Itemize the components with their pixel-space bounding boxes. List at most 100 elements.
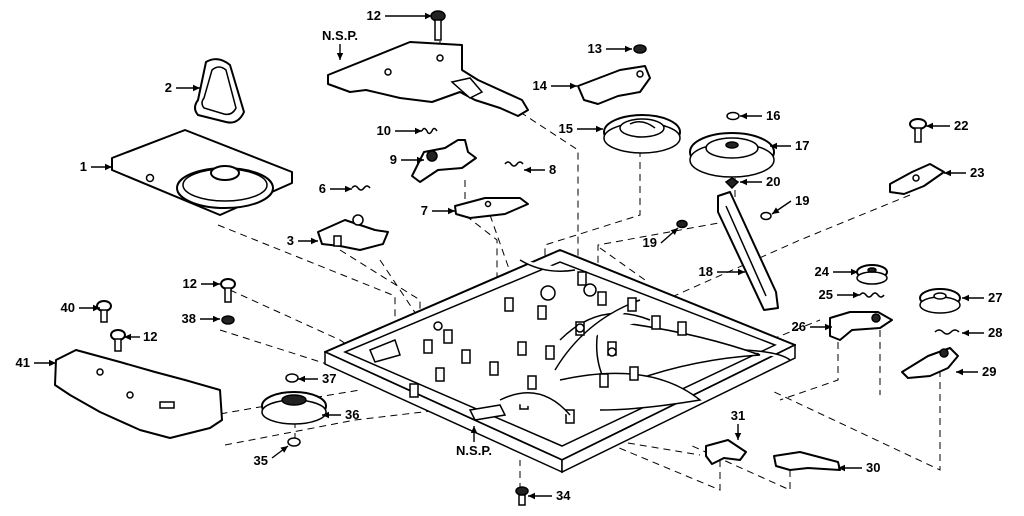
arrowhead-c31 (734, 433, 742, 440)
arrowhead-c12a (425, 12, 432, 20)
part-15-gear (603, 114, 681, 154)
part-9-arm (411, 139, 477, 183)
part-14-lever (577, 65, 651, 105)
arrowhead-c26 (825, 323, 832, 331)
part-29-arm (901, 347, 959, 379)
callout-label-c34: 34 (556, 488, 571, 503)
part-12-screw-top (430, 10, 446, 41)
callout-label-c28: 28 (988, 325, 1002, 340)
callout-label-c40: 40 (61, 300, 75, 315)
arrowhead-c27 (962, 294, 969, 302)
callout-label-c7: 7 (421, 203, 428, 218)
callout-label-c30: 30 (866, 460, 880, 475)
arrowhead-c15 (596, 125, 603, 133)
part-34-screw (515, 486, 529, 506)
part-20-pin (724, 177, 740, 190)
arrowhead-c19a (772, 207, 780, 214)
arrowhead-c2 (193, 84, 200, 92)
arrowhead-c16 (740, 112, 747, 120)
callout-label-c2: 2 (165, 80, 172, 95)
callout-label-c25: 25 (819, 287, 833, 302)
callout-label-c37: 37 (322, 371, 336, 386)
part-13-washer (633, 44, 647, 54)
callout-label-c3: 3 (287, 233, 294, 248)
part-27-gear (919, 288, 961, 314)
callout-label-c41: 41 (16, 355, 30, 370)
callout-label-c26: 26 (792, 319, 806, 334)
part-19-washer-left (676, 219, 688, 229)
part-25-spring (859, 292, 885, 298)
part-12-screw-lower (110, 329, 126, 352)
arrowhead-c12b (213, 280, 220, 288)
callout-label-c9: 9 (390, 152, 397, 167)
part-18-slide-lever (717, 191, 779, 311)
callout-label-c6: 6 (319, 181, 326, 196)
part-41-plate (54, 349, 223, 439)
callout-label-c17: 17 (795, 138, 809, 153)
arrowhead-c34 (528, 492, 535, 500)
arrowhead-c19b (670, 228, 678, 236)
callout-label-c22: 22 (954, 118, 968, 133)
callout-label-c35: 35 (254, 453, 268, 468)
part-26-lever (829, 311, 893, 341)
callout-label-c12b: 12 (183, 276, 197, 291)
arrowhead-c30 (838, 464, 845, 472)
part-6-spring (351, 185, 371, 191)
part-35-washer (287, 437, 301, 447)
callout-label-c12c: 12 (143, 329, 157, 344)
callout-label-c27: 27 (988, 290, 1002, 305)
part-1-reel-plate (111, 129, 293, 216)
arrowhead-c18 (738, 268, 745, 276)
callout-label-nsp2: N.S.P. (456, 443, 492, 458)
part-37-washer (285, 373, 299, 383)
part-40-screw (96, 300, 112, 323)
callout-label-c1: 1 (80, 159, 87, 174)
part-23-bracket (889, 163, 945, 195)
arrowhead-nsp2 (470, 426, 478, 433)
callout-label-c19a: 19 (795, 193, 809, 208)
part-19-washer-right (760, 211, 772, 221)
callout-label-c36: 36 (345, 407, 359, 422)
part-30-lever (773, 451, 841, 471)
callout-label-c38: 38 (182, 311, 196, 326)
arrowhead-c40 (93, 304, 100, 312)
part-38-washer (221, 315, 235, 325)
callout-label-nsp1: N.S.P. (322, 28, 358, 43)
arrowhead-c17 (770, 142, 777, 150)
callout-label-c29: 29 (982, 364, 996, 379)
arrowhead-c37 (298, 375, 305, 383)
part-3-bracket (317, 214, 389, 251)
arrowhead-c1 (105, 163, 112, 171)
callout-label-c24: 24 (815, 264, 830, 279)
arrowhead-c10 (415, 127, 422, 135)
arrowhead-c41 (49, 359, 56, 367)
arrowhead-c23 (944, 169, 951, 177)
callout-label-c10: 10 (377, 123, 391, 138)
arrowhead-c29 (956, 368, 963, 376)
part-36-gear (261, 391, 327, 425)
callout-label-c18: 18 (699, 264, 713, 279)
part-17-gear (689, 132, 775, 178)
callout-label-c15: 15 (559, 121, 573, 136)
part-16-washer (726, 111, 740, 121)
part-22-screw (909, 118, 927, 143)
arrowhead-c6 (345, 185, 352, 193)
arrowhead-c12c (124, 333, 131, 341)
arrowhead-c25 (853, 291, 860, 299)
part-28-spring (934, 329, 960, 335)
callout-label-c16: 16 (766, 108, 780, 123)
arrowhead-c14 (570, 82, 577, 90)
arrowhead-c36 (322, 411, 329, 419)
part-24-gear (856, 264, 888, 285)
callout-labels: 1236789101212121314151617181919202223242… (16, 8, 1003, 503)
part-31-bracket (705, 439, 747, 465)
arrowhead-c3 (311, 237, 318, 245)
part-10-spring (421, 127, 438, 135)
part-7-lever (454, 197, 529, 219)
part-12-screw-left (220, 278, 236, 303)
arrowhead-c9 (417, 156, 424, 164)
callout-label-c20: 20 (766, 174, 780, 189)
callout-label-c14: 14 (533, 78, 548, 93)
